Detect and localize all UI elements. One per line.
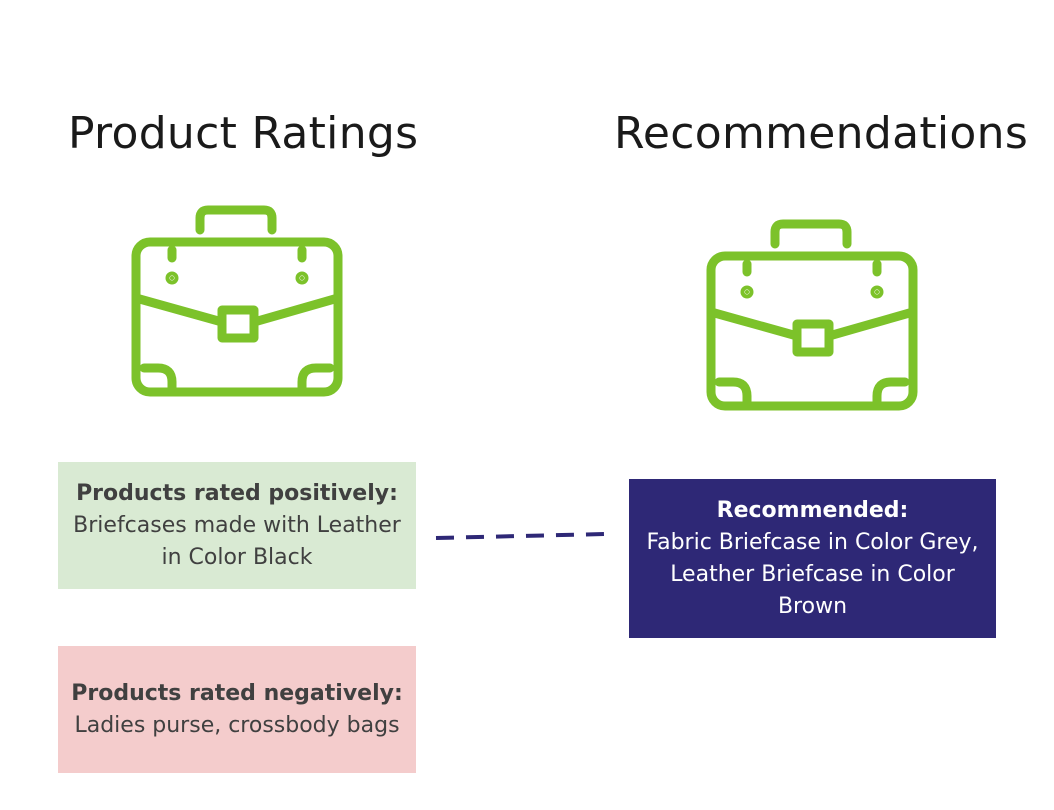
dashed-connector <box>435 532 607 540</box>
briefcase-icon <box>706 219 918 411</box>
recommended-box: Recommended: Fabric Briefcase in Color G… <box>629 479 996 638</box>
positive-ratings-heading: Products rated positively: <box>76 480 398 506</box>
product-ratings-title: Product Ratings <box>68 108 419 159</box>
recommended-heading: Recommended: <box>716 497 909 523</box>
negative-ratings-box: Products rated negatively: Ladies purse,… <box>58 646 416 773</box>
recommendations-title: Recommendations <box>614 108 1029 159</box>
briefcase-icon <box>131 205 343 397</box>
positive-ratings-text: Briefcases made with Leather in Color Bl… <box>73 512 401 570</box>
recommended-text: Fabric Briefcase in Color Grey, Leather … <box>646 529 979 619</box>
negative-ratings-heading: Products rated negatively: <box>71 680 403 706</box>
negative-ratings-text: Ladies purse, crossbody bags <box>74 712 400 738</box>
positive-ratings-box: Products rated positively: Briefcases ma… <box>58 462 416 589</box>
